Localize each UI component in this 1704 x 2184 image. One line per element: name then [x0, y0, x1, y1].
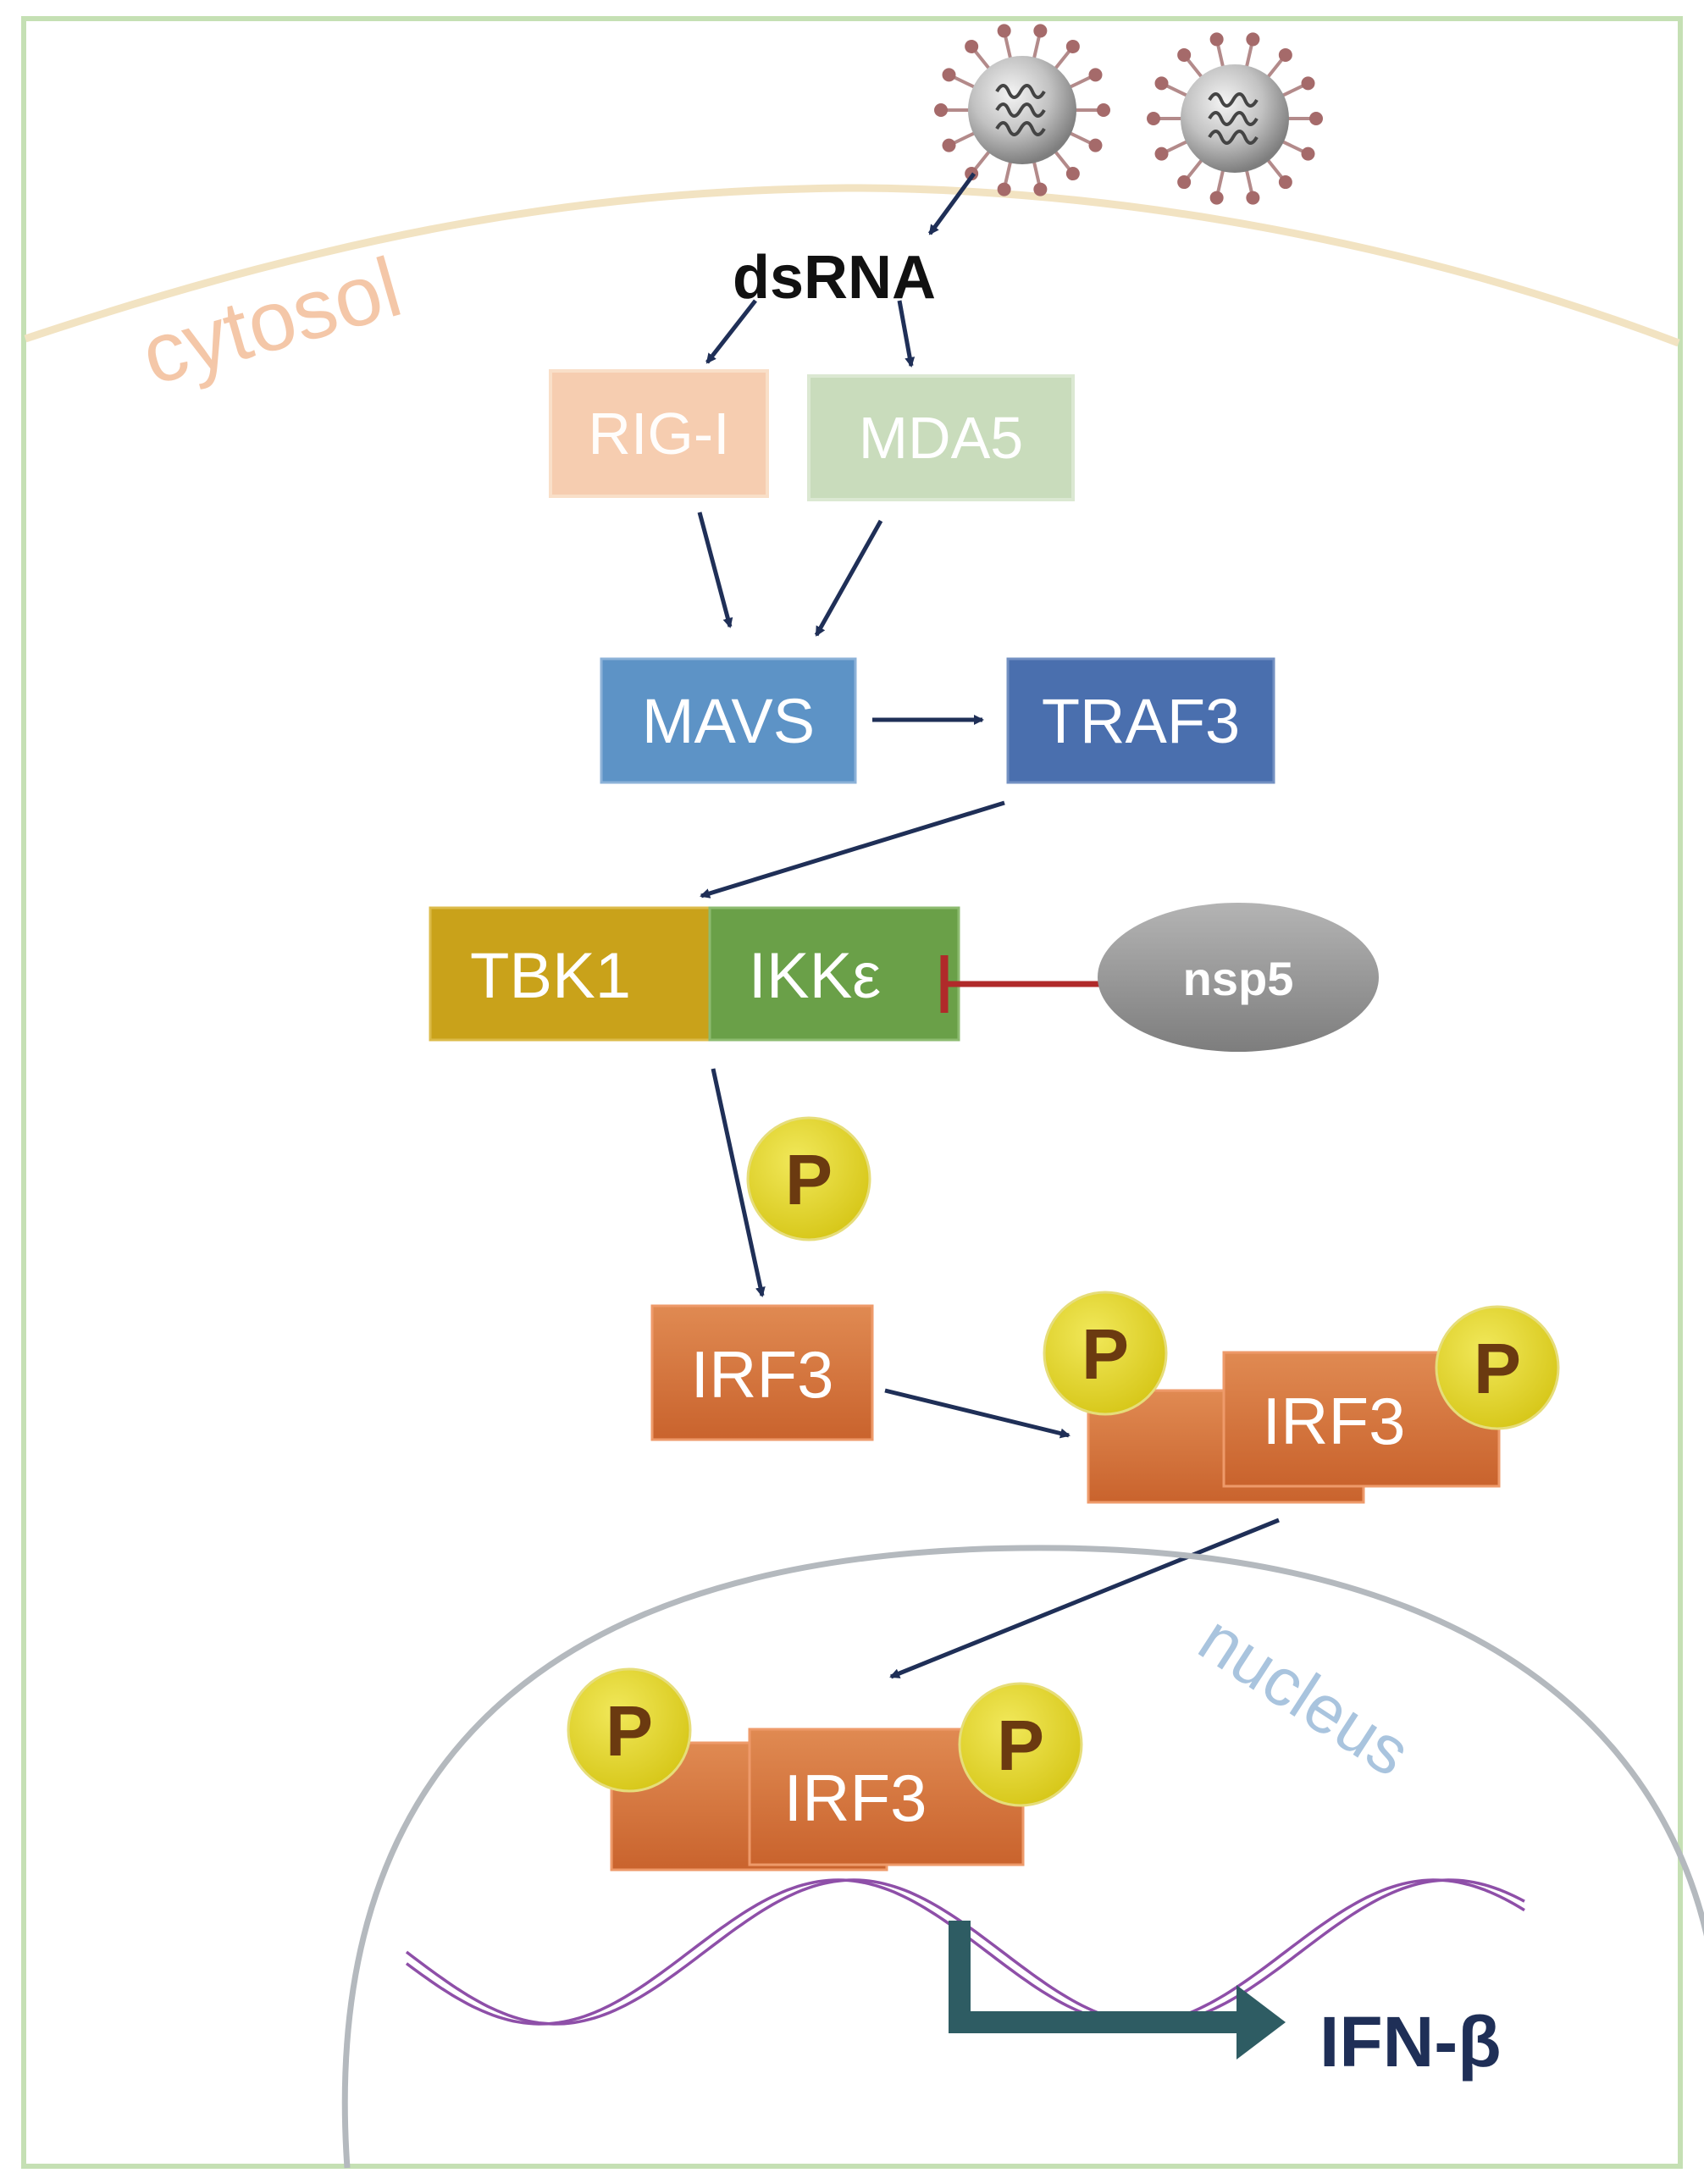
nucleus-label: nucleus: [1187, 1601, 1424, 1791]
rig-i-box: RIG-I: [549, 369, 769, 498]
svg-text:IRF3: IRF3: [690, 1337, 833, 1412]
arrows: [697, 172, 1280, 1679]
svg-text:P: P: [997, 1706, 1044, 1785]
phosphate-group: P: [746, 1116, 871, 1241]
irf3-dimer: IRF3: [1087, 1351, 1501, 1504]
svg-text:P: P: [1474, 1329, 1521, 1408]
nucleus-outline: [341, 1545, 1704, 2169]
ikk-epsilon-box: IKKε: [708, 906, 960, 1042]
svg-text:P: P: [785, 1140, 833, 1219]
svg-text:RIG-I: RIG-I: [588, 401, 729, 467]
mda5-box: MDA5: [807, 374, 1075, 501]
arrow-rig-i-to-mavs: [697, 511, 733, 628]
figure-frame: [21, 16, 1683, 2169]
traf3-box: TRAF3: [1006, 657, 1275, 784]
arrow-irf3-to-dimer: [884, 1388, 1071, 1439]
arrow-dsrna-to-mda5: [897, 300, 916, 368]
irf3-box: IRF3: [650, 1304, 874, 1441]
arrow-dimer-to-nucleus: [889, 1518, 1280, 1679]
phosphate-group: P: [1435, 1305, 1560, 1430]
ifn-beta-label: IFN-β: [1319, 2002, 1502, 2082]
svg-text:P: P: [1082, 1314, 1129, 1394]
phosphate-group: P: [567, 1667, 692, 1793]
svg-text:IKKε: IKKε: [749, 940, 881, 1012]
mavs-box: MAVS: [600, 657, 857, 784]
svg-text:MDA5: MDA5: [859, 405, 1023, 471]
phosphate-group: P: [958, 1682, 1083, 1807]
virus-particle: [934, 24, 1110, 196]
cell-membrane: [24, 184, 1680, 347]
svg-text:TRAF3: TRAF3: [1042, 686, 1240, 756]
nsp5-node: nsp5: [1098, 903, 1379, 1052]
arrow-dsrna-to-rig-i: [705, 299, 757, 364]
arrow-mda5-to-mavs: [814, 519, 883, 637]
irf3-dimer-nuclear: IRF3: [610, 1728, 1025, 1872]
transcription-arrow: [949, 1921, 1286, 2060]
virus-particle: [1147, 32, 1323, 205]
arrow-traf3-to-tbk1: [700, 800, 1005, 898]
svg-text:TBK1: TBK1: [470, 940, 631, 1012]
svg-text:nsp5: nsp5: [1183, 952, 1294, 1005]
phosphate-group: P: [1043, 1291, 1168, 1416]
arrow-tbk1-to-irf3: [711, 1068, 766, 1297]
svg-text:MAVS: MAVS: [642, 686, 815, 756]
svg-text:IRF3: IRF3: [1262, 1384, 1405, 1458]
svg-text:IRF3: IRF3: [783, 1761, 927, 1835]
tbk1-box: TBK1: [429, 906, 716, 1042]
svg-text:P: P: [606, 1691, 653, 1771]
dsrna-label: dsRNA: [733, 244, 936, 312]
nsp5-inhibition: [940, 955, 1111, 1013]
arrow-virus-to-dsrna: [927, 172, 976, 235]
